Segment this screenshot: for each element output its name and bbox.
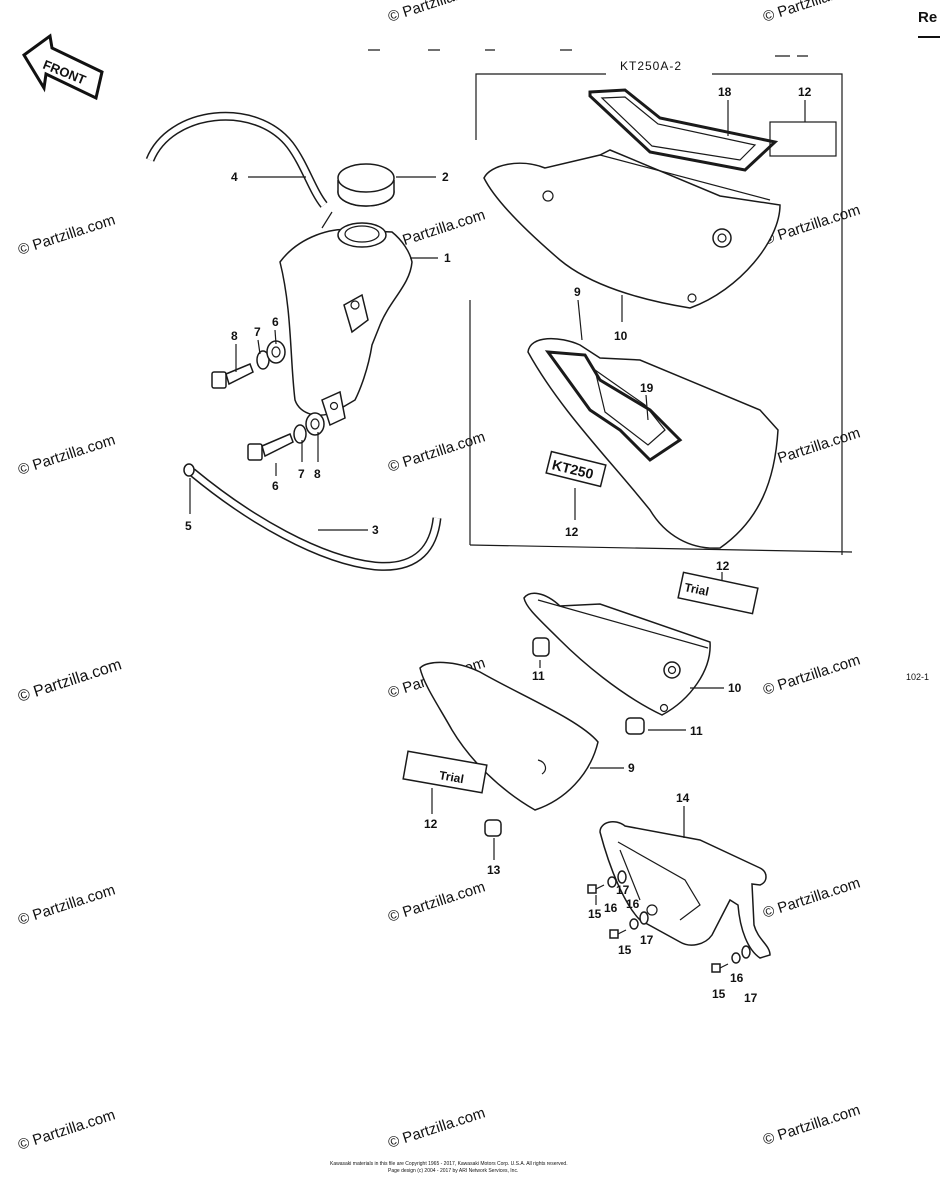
footer-copyright: Kawasaki materials in this file are Copy… xyxy=(330,1161,568,1167)
callout-1: 1 xyxy=(444,251,451,265)
watermark: © Partzilla.com xyxy=(761,651,862,698)
callout-2: 2 xyxy=(442,170,449,184)
watermark-dark: © Partzilla.com xyxy=(16,656,124,705)
callout-12-right: 12 xyxy=(716,559,730,573)
bolt-set-a xyxy=(587,870,627,894)
callout-14: 14 xyxy=(676,791,690,805)
footer-page-design: Page design (c) 2004 - 2017 by ARI Netwo… xyxy=(388,1168,518,1174)
corner-label: Re xyxy=(918,9,937,26)
decal-trial-left: Trial xyxy=(402,750,488,794)
top-dash-marks xyxy=(368,49,808,57)
callout-7-lower: 7 xyxy=(298,467,305,481)
callout-6-lower: 6 xyxy=(272,479,279,493)
callout-18: 18 xyxy=(718,85,732,99)
decal-trial-right: Trial xyxy=(677,571,759,615)
side-panel-9-lower xyxy=(419,661,599,811)
callout-labels: 1 2 3 4 5 8 7 6 6 7 8 18 12 9 10 19 12 1… xyxy=(185,85,812,1005)
front-arrow: FRONT xyxy=(22,33,104,101)
watermark: © Partzilla.com xyxy=(386,1104,487,1151)
box-label: KT250A-2 xyxy=(620,59,682,73)
callout-16-c: 16 xyxy=(730,971,744,985)
watermark: © Partzilla.com xyxy=(16,431,117,478)
decal-placeholder-12 xyxy=(769,121,837,157)
callout-12-left: 12 xyxy=(424,817,438,831)
callout-6-upper: 6 xyxy=(272,315,279,329)
callout-3: 3 xyxy=(372,523,379,537)
leader-lines xyxy=(189,100,806,905)
kt250a-2-box: KT250A-2 xyxy=(469,59,853,555)
side-code: 102-1 xyxy=(906,672,929,682)
callout-12-box: 12 xyxy=(565,525,579,539)
callout-17-c: 17 xyxy=(744,991,758,1005)
watermark: © Partzilla.com xyxy=(761,0,862,26)
callout-11-lower: 11 xyxy=(690,724,703,738)
oil-tank-1 xyxy=(279,211,413,427)
callout-16-b: 16 xyxy=(626,897,640,911)
callout-9-upper: 9 xyxy=(574,285,581,299)
callout-17-b: 17 xyxy=(640,933,654,947)
grommet-11-b xyxy=(625,717,645,735)
callout-10-upper: 10 xyxy=(614,329,628,343)
callout-15-b: 15 xyxy=(618,943,632,957)
clip-5 xyxy=(183,463,195,477)
callout-17-a: 17 xyxy=(616,883,630,897)
callout-11-upper: 11 xyxy=(532,669,545,683)
callout-10-lower: 10 xyxy=(728,681,742,695)
grommet-13 xyxy=(484,819,502,837)
bolt-set-b xyxy=(609,911,649,939)
watermark: © Partzilla.com xyxy=(386,0,487,26)
callout-19: 19 xyxy=(640,381,654,395)
watermark: © Partzilla.com xyxy=(16,211,117,258)
watermark: © Partzilla.com xyxy=(761,874,862,921)
callout-8-upper: 8 xyxy=(231,329,238,343)
callout-5: 5 xyxy=(185,519,192,533)
callout-9-lower: 9 xyxy=(628,761,635,775)
side-cover-10-lower xyxy=(523,592,711,716)
callout-15-c: 15 xyxy=(712,987,726,1001)
grommet-11-a xyxy=(532,637,550,657)
bolt-set-c xyxy=(711,945,751,973)
callout-12-top: 12 xyxy=(798,85,812,99)
callout-4: 4 xyxy=(231,170,238,184)
tank-cap-2 xyxy=(337,163,395,207)
upper-bolt-set xyxy=(211,340,286,389)
callout-15-a: 15 xyxy=(588,907,602,921)
decal-trial-right-text: Trial xyxy=(683,580,710,599)
watermark: © Partzilla.com xyxy=(761,1101,862,1148)
side-panel-9-upper xyxy=(527,337,779,549)
callout-8-lower: 8 xyxy=(314,467,321,481)
lower-bolt-set xyxy=(247,412,325,461)
seal-18 xyxy=(588,88,779,172)
watermark: © Partzilla.com xyxy=(16,1106,117,1153)
decal-trial-left-text: Trial xyxy=(438,768,465,786)
watermark: © Partzilla.com xyxy=(16,881,117,928)
decal-kt250: KT250 xyxy=(545,450,607,488)
watermark: © Partzilla.com xyxy=(386,878,487,925)
callout-16-a: 16 xyxy=(604,901,618,915)
front-arrow-icon xyxy=(22,33,104,101)
watermark: © Partzilla.com xyxy=(386,428,487,475)
callout-13: 13 xyxy=(487,863,501,877)
callout-7-upper: 7 xyxy=(254,325,261,339)
side-cover-10-upper xyxy=(483,149,781,309)
